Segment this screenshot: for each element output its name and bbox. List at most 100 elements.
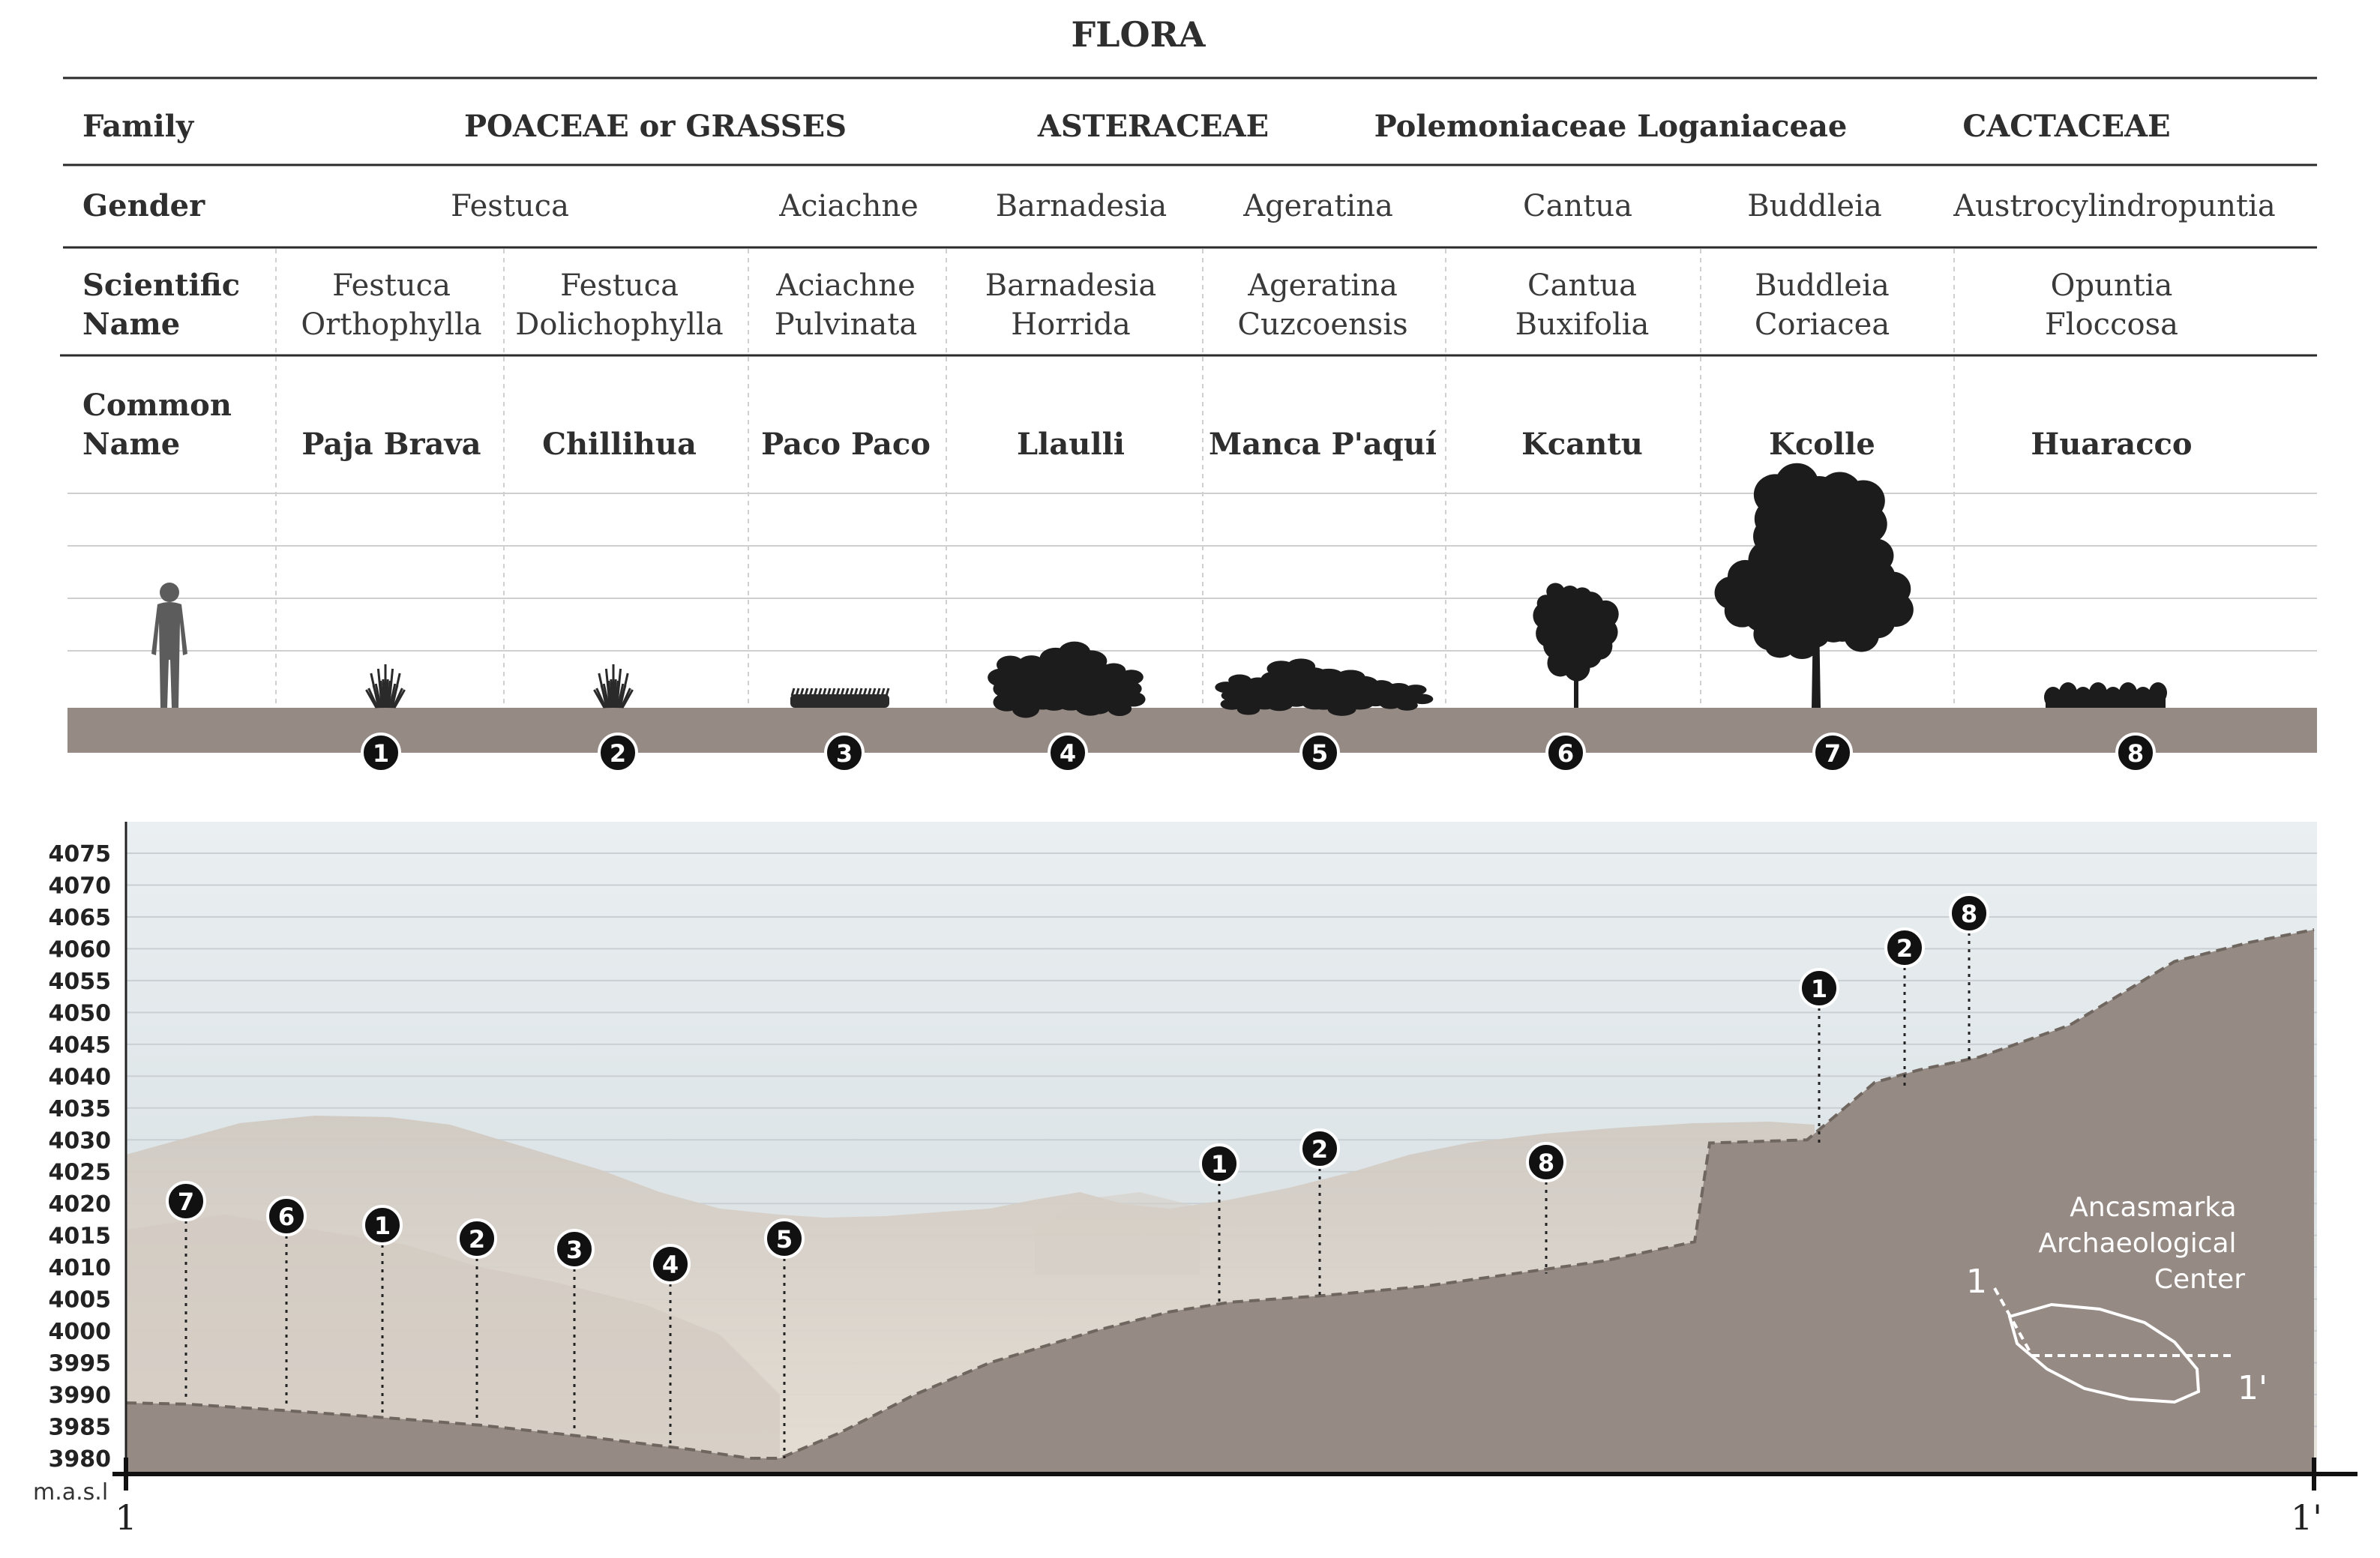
column-dividers bbox=[275, 249, 1955, 708]
section-start-label: 1 bbox=[115, 1497, 136, 1538]
scientific-name-species: Pulvinata bbox=[775, 307, 917, 342]
common-name-8: Huaracco bbox=[2031, 427, 2192, 462]
scientific-name-genus: Ageratina bbox=[1247, 268, 1398, 303]
elevation-tick: 4020 bbox=[49, 1191, 112, 1218]
profile-marker-2: 2 bbox=[1884, 927, 1925, 968]
profile-marker-8-label: 8 bbox=[1538, 1149, 1554, 1177]
profile-marker-1: 1 bbox=[1199, 1143, 1239, 1184]
profile-marker-4-label: 4 bbox=[662, 1251, 679, 1279]
strip-marker-7-label: 7 bbox=[1824, 739, 1841, 768]
plant-cushion-3 bbox=[790, 688, 890, 708]
strip-marker-8-label: 8 bbox=[2127, 739, 2144, 768]
elevation-tick: 4015 bbox=[49, 1224, 112, 1250]
scientific-name-species: Horrida bbox=[1011, 307, 1130, 342]
elevation-tick: 3980 bbox=[49, 1446, 112, 1473]
common-name-3: Paco Paco bbox=[761, 427, 931, 462]
profile-marker-1: 1 bbox=[1799, 968, 1839, 1008]
plant-cactus-8 bbox=[2044, 682, 2167, 708]
profile-marker-5-label: 5 bbox=[776, 1225, 793, 1254]
strip-marker-4-label: 4 bbox=[1060, 739, 1076, 768]
strip-marker-5-label: 5 bbox=[1311, 739, 1328, 768]
elevation-tick: 4025 bbox=[49, 1160, 112, 1186]
strip-marker-3-label: 3 bbox=[836, 739, 853, 768]
elevation-tick: 4050 bbox=[49, 1000, 112, 1026]
common-name-7: Kcolle bbox=[1769, 427, 1875, 462]
site-label-line1: Ancasmarka bbox=[2070, 1192, 2236, 1223]
site-label: Ancasmarka Archaeological Center bbox=[2038, 1192, 2245, 1295]
profile-marker-5: 5 bbox=[764, 1218, 805, 1259]
plant-low-shrub-5 bbox=[1215, 658, 1434, 716]
table-rules bbox=[60, 76, 2317, 357]
common-name-2: Chillihua bbox=[542, 427, 697, 462]
strip-marker-7: 7 bbox=[1812, 733, 1853, 773]
family-row-label: Family bbox=[82, 109, 195, 144]
gender-austrocylindropuntia: Austrocylindropuntia bbox=[1953, 189, 2275, 223]
elevation-tick: 3985 bbox=[49, 1415, 112, 1441]
elevation-tick: 4035 bbox=[49, 1096, 112, 1122]
profile-marker-6: 6 bbox=[266, 1196, 307, 1236]
scientific-name-species: Floccosa bbox=[2045, 307, 2178, 342]
elevation-tick: 3995 bbox=[49, 1351, 112, 1377]
scale-lines bbox=[67, 493, 2317, 652]
scientific-label-line1: Scientific bbox=[82, 268, 240, 303]
gender-barnadesia: Barnadesia bbox=[996, 189, 1167, 223]
profile-marker-3-label: 3 bbox=[566, 1236, 583, 1264]
gender-buddleia: Buddleia bbox=[1747, 189, 1881, 223]
strip-marker-5: 5 bbox=[1299, 733, 1340, 773]
gender-aciachne: Aciachne bbox=[778, 189, 919, 223]
profile-marker-3: 3 bbox=[554, 1229, 595, 1269]
elevation-tick: 4005 bbox=[49, 1287, 112, 1314]
common-name-6: Kcantu bbox=[1521, 427, 1643, 462]
ground-strip bbox=[67, 708, 2317, 753]
scientific-row-label: Scientific Name bbox=[82, 268, 250, 342]
scientific-name-species: Cuzcoensis bbox=[1237, 307, 1407, 342]
terrain-profile bbox=[126, 929, 2314, 1474]
profile-marker-4: 4 bbox=[650, 1244, 691, 1284]
human-scale-figure bbox=[151, 583, 187, 708]
site-key-map bbox=[1993, 1287, 2233, 1404]
site-label-line2: Archaeological bbox=[2038, 1228, 2236, 1259]
scientific-name-species: Orthophylla bbox=[301, 307, 481, 342]
profile-marker-1-label: 1 bbox=[1211, 1150, 1227, 1179]
figure-title: FLORA bbox=[1072, 14, 1206, 55]
profile-marker-1-label: 1 bbox=[374, 1212, 391, 1240]
common-name-5: Manca P'aquí bbox=[1209, 427, 1437, 462]
section-end-label: 1' bbox=[2291, 1497, 2322, 1538]
strip-marker-2-label: 2 bbox=[610, 739, 626, 768]
scientific-label-line2: Name bbox=[82, 307, 180, 342]
scientific-name-genus: Opuntia bbox=[2051, 268, 2173, 303]
strip-marker-4: 4 bbox=[1048, 733, 1088, 773]
profile-marker-1: 1 bbox=[362, 1205, 403, 1245]
plant-silhouettes bbox=[365, 463, 2167, 718]
strip-marker-6-label: 6 bbox=[1557, 739, 1574, 768]
profile-marker-2-label: 2 bbox=[1311, 1135, 1328, 1164]
elevation-tick: 4010 bbox=[49, 1255, 112, 1281]
strip-marker-8: 8 bbox=[2115, 733, 2156, 773]
common-label-line1: Common bbox=[82, 388, 232, 423]
scientific-name-species: Coriacea bbox=[1755, 307, 1890, 342]
map-end-label: 1' bbox=[2238, 1369, 2268, 1407]
plant-grass-1 bbox=[365, 664, 406, 709]
gender-ageratina: Ageratina bbox=[1242, 189, 1393, 223]
plant-shrub-4 bbox=[988, 641, 1146, 718]
profile-marker-2: 2 bbox=[1299, 1128, 1340, 1169]
map-start-label: 1 bbox=[1966, 1263, 1987, 1301]
unit-label: m.a.s.l bbox=[33, 1479, 108, 1506]
scientific-name-genus: Festuca bbox=[332, 268, 451, 303]
profile-marker-6-label: 6 bbox=[278, 1203, 295, 1231]
scientific-name-genus: Festuca bbox=[560, 268, 679, 303]
profile-marker-8: 8 bbox=[1526, 1142, 1566, 1182]
gender-festuca: Festuca bbox=[451, 189, 569, 223]
family-cactaceae: CACTACEAE bbox=[1962, 109, 2170, 144]
profile-marker-7-label: 7 bbox=[178, 1188, 194, 1216]
